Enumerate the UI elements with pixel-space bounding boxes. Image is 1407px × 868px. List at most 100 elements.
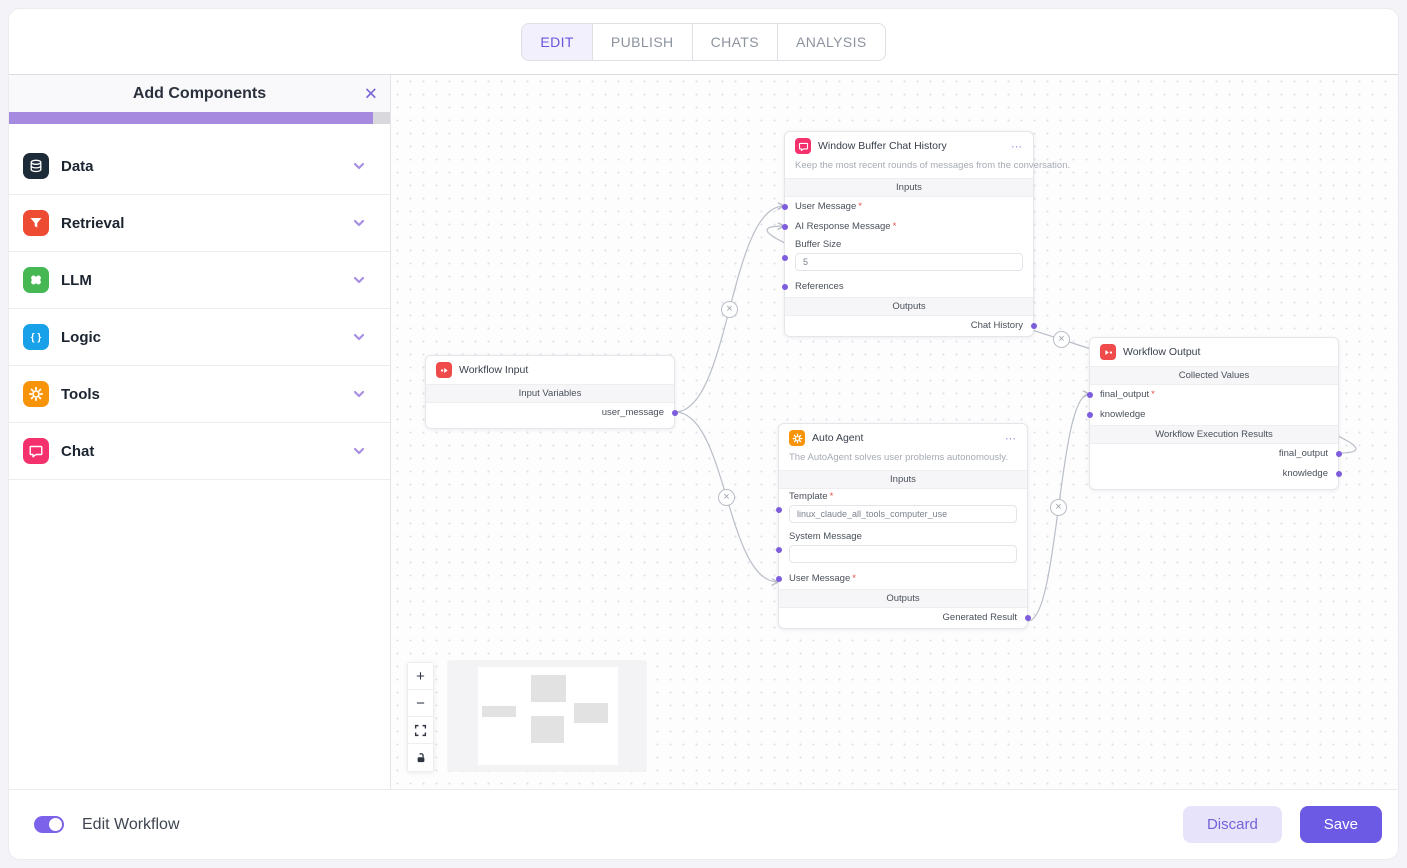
tab-analysis[interactable]: ANALYSIS	[778, 22, 886, 61]
scrollbar-thumb[interactable]	[9, 112, 373, 124]
output-label: knowledge	[1282, 468, 1328, 479]
input-label: AI Response Message	[795, 221, 891, 232]
input-port[interactable]	[775, 507, 782, 513]
edge-delete-button[interactable]: ×	[721, 301, 738, 318]
minimap-node	[531, 675, 566, 702]
input-row-user-message: User Message*	[775, 569, 1027, 589]
required-marker: *	[852, 573, 856, 584]
input-label: User Message	[789, 573, 851, 584]
input-label: References	[795, 281, 844, 292]
chevron-down-icon	[353, 447, 365, 455]
output-port[interactable]	[1024, 615, 1031, 621]
input-port[interactable]	[781, 224, 788, 230]
sidebar-item-tools[interactable]: Tools	[9, 366, 390, 423]
workflow-canvas[interactable]: × × × × Window Buffer Chat History ⋯ Kee…	[391, 75, 1398, 789]
input-port[interactable]	[775, 547, 782, 553]
template-input[interactable]	[789, 505, 1017, 523]
output-row-final-output: final_output	[1090, 444, 1342, 464]
sidebar-item-data[interactable]: Data	[9, 138, 390, 195]
input-label: final_output	[1100, 389, 1150, 400]
node-window-buffer-chat-history[interactable]: Window Buffer Chat History ⋯ Keep the mo…	[781, 131, 1070, 337]
sidebar-item-logic[interactable]: { } Logic	[9, 309, 390, 366]
zoom-out-button[interactable]: −	[408, 690, 433, 717]
minimap-node	[531, 716, 564, 743]
sidebar-item-label: Chat	[61, 442, 95, 460]
sidebar-item-retrieval[interactable]: Retrieval	[9, 195, 390, 252]
chat-bubble-icon	[795, 138, 811, 154]
output-row-user-message: user_message	[426, 403, 678, 423]
close-icon[interactable]: ✕	[363, 84, 378, 103]
more-icon[interactable]: ⋯	[1005, 432, 1017, 445]
input-port[interactable]	[1086, 392, 1093, 398]
more-icon[interactable]: ⋯	[1011, 140, 1023, 153]
field-label: Template*	[779, 489, 1027, 505]
sidebar-item-llm[interactable]: LLM	[9, 252, 390, 309]
node-title: Workflow Input	[459, 364, 529, 376]
input-row-references: References	[781, 277, 1033, 297]
node-header[interactable]: Window Buffer Chat History ⋯	[785, 132, 1033, 160]
node-workflow-output[interactable]: Workflow Output Collected Values final_o…	[1086, 337, 1342, 490]
minimap-node	[574, 703, 608, 723]
system-message-input[interactable]	[789, 545, 1017, 563]
edit-workflow-toggle[interactable]	[34, 816, 64, 833]
input-port[interactable]	[775, 576, 782, 582]
output-label: Chat History	[970, 320, 1023, 331]
execution-results-section-header: Workflow Execution Results	[1090, 425, 1338, 444]
fit-view-button[interactable]	[408, 717, 433, 744]
sidebar-item-chat[interactable]: Chat	[9, 423, 390, 480]
required-marker: *	[892, 221, 897, 232]
node-auto-agent[interactable]: Auto Agent ⋯ The AutoAgent solves user p…	[775, 423, 1031, 629]
inputs-section-header: Inputs	[779, 470, 1027, 489]
edge-delete-button[interactable]: ×	[1053, 331, 1070, 348]
collected-values-section-header: Collected Values	[1090, 366, 1338, 385]
input-port[interactable]	[781, 255, 788, 261]
node-header[interactable]: Workflow Output	[1090, 338, 1338, 366]
chevron-down-icon	[353, 276, 365, 284]
sidebar-header: Add Components ✕	[9, 75, 390, 112]
output-port[interactable]	[1335, 451, 1342, 457]
edge-delete-button[interactable]: ×	[1050, 499, 1067, 516]
sidebar-title: Add Components	[132, 84, 267, 102]
save-button[interactable]: Save	[1299, 806, 1382, 843]
brain-icon	[23, 267, 49, 293]
output-label: user_message	[601, 407, 664, 418]
input-port[interactable]	[781, 204, 788, 210]
input-row-buffer-size: Buffer Size	[781, 237, 1033, 271]
node-workflow-input[interactable]: Workflow Input Input Variables user_mess…	[425, 355, 678, 429]
workflow-output-icon	[1100, 344, 1116, 360]
lock-button[interactable]	[408, 744, 433, 771]
node-header[interactable]: Workflow Input	[426, 356, 674, 384]
required-marker: *	[1151, 389, 1155, 400]
discard-button[interactable]: Discard	[1182, 806, 1282, 843]
minimap[interactable]	[448, 661, 646, 771]
node-description: The AutoAgent solves user problems auton…	[789, 452, 1008, 463]
input-row-user-message: User Message*	[781, 197, 1033, 217]
output-port[interactable]	[671, 410, 678, 416]
chevron-down-icon	[353, 390, 365, 398]
output-port[interactable]	[1335, 471, 1342, 477]
tab-edit[interactable]: EDIT	[521, 22, 593, 61]
tab-chats[interactable]: CHATS	[692, 22, 778, 61]
horizontal-scrollbar[interactable]	[9, 112, 390, 124]
zoom-in-button[interactable]: +	[408, 663, 433, 690]
output-row-generated-result: Generated Result	[779, 608, 1031, 628]
input-port[interactable]	[1086, 412, 1093, 418]
database-icon	[23, 153, 49, 179]
chevron-down-icon	[353, 162, 365, 170]
buffer-size-input[interactable]	[795, 253, 1023, 271]
output-port[interactable]	[1030, 323, 1037, 329]
edge-delete-button[interactable]: ×	[718, 489, 735, 506]
sidebar-item-label: LLM	[61, 271, 92, 289]
lock-icon	[417, 752, 424, 762]
sidebar-item-label: Retrieval	[61, 214, 125, 232]
tab-publish[interactable]: PUBLISH	[592, 22, 693, 61]
input-row-knowledge: knowledge	[1086, 405, 1338, 425]
chevron-down-icon	[353, 333, 365, 341]
node-header[interactable]: Auto Agent ⋯	[779, 424, 1027, 452]
footer-bar: Edit Workflow Discard Save	[9, 789, 1398, 859]
input-port[interactable]	[781, 284, 788, 290]
minimap-node	[482, 706, 516, 717]
input-row-ai-response-message: AI Response Message*	[781, 217, 1033, 237]
chat-bubble-icon	[23, 438, 49, 464]
sidebar-item-label: Tools	[61, 385, 100, 403]
